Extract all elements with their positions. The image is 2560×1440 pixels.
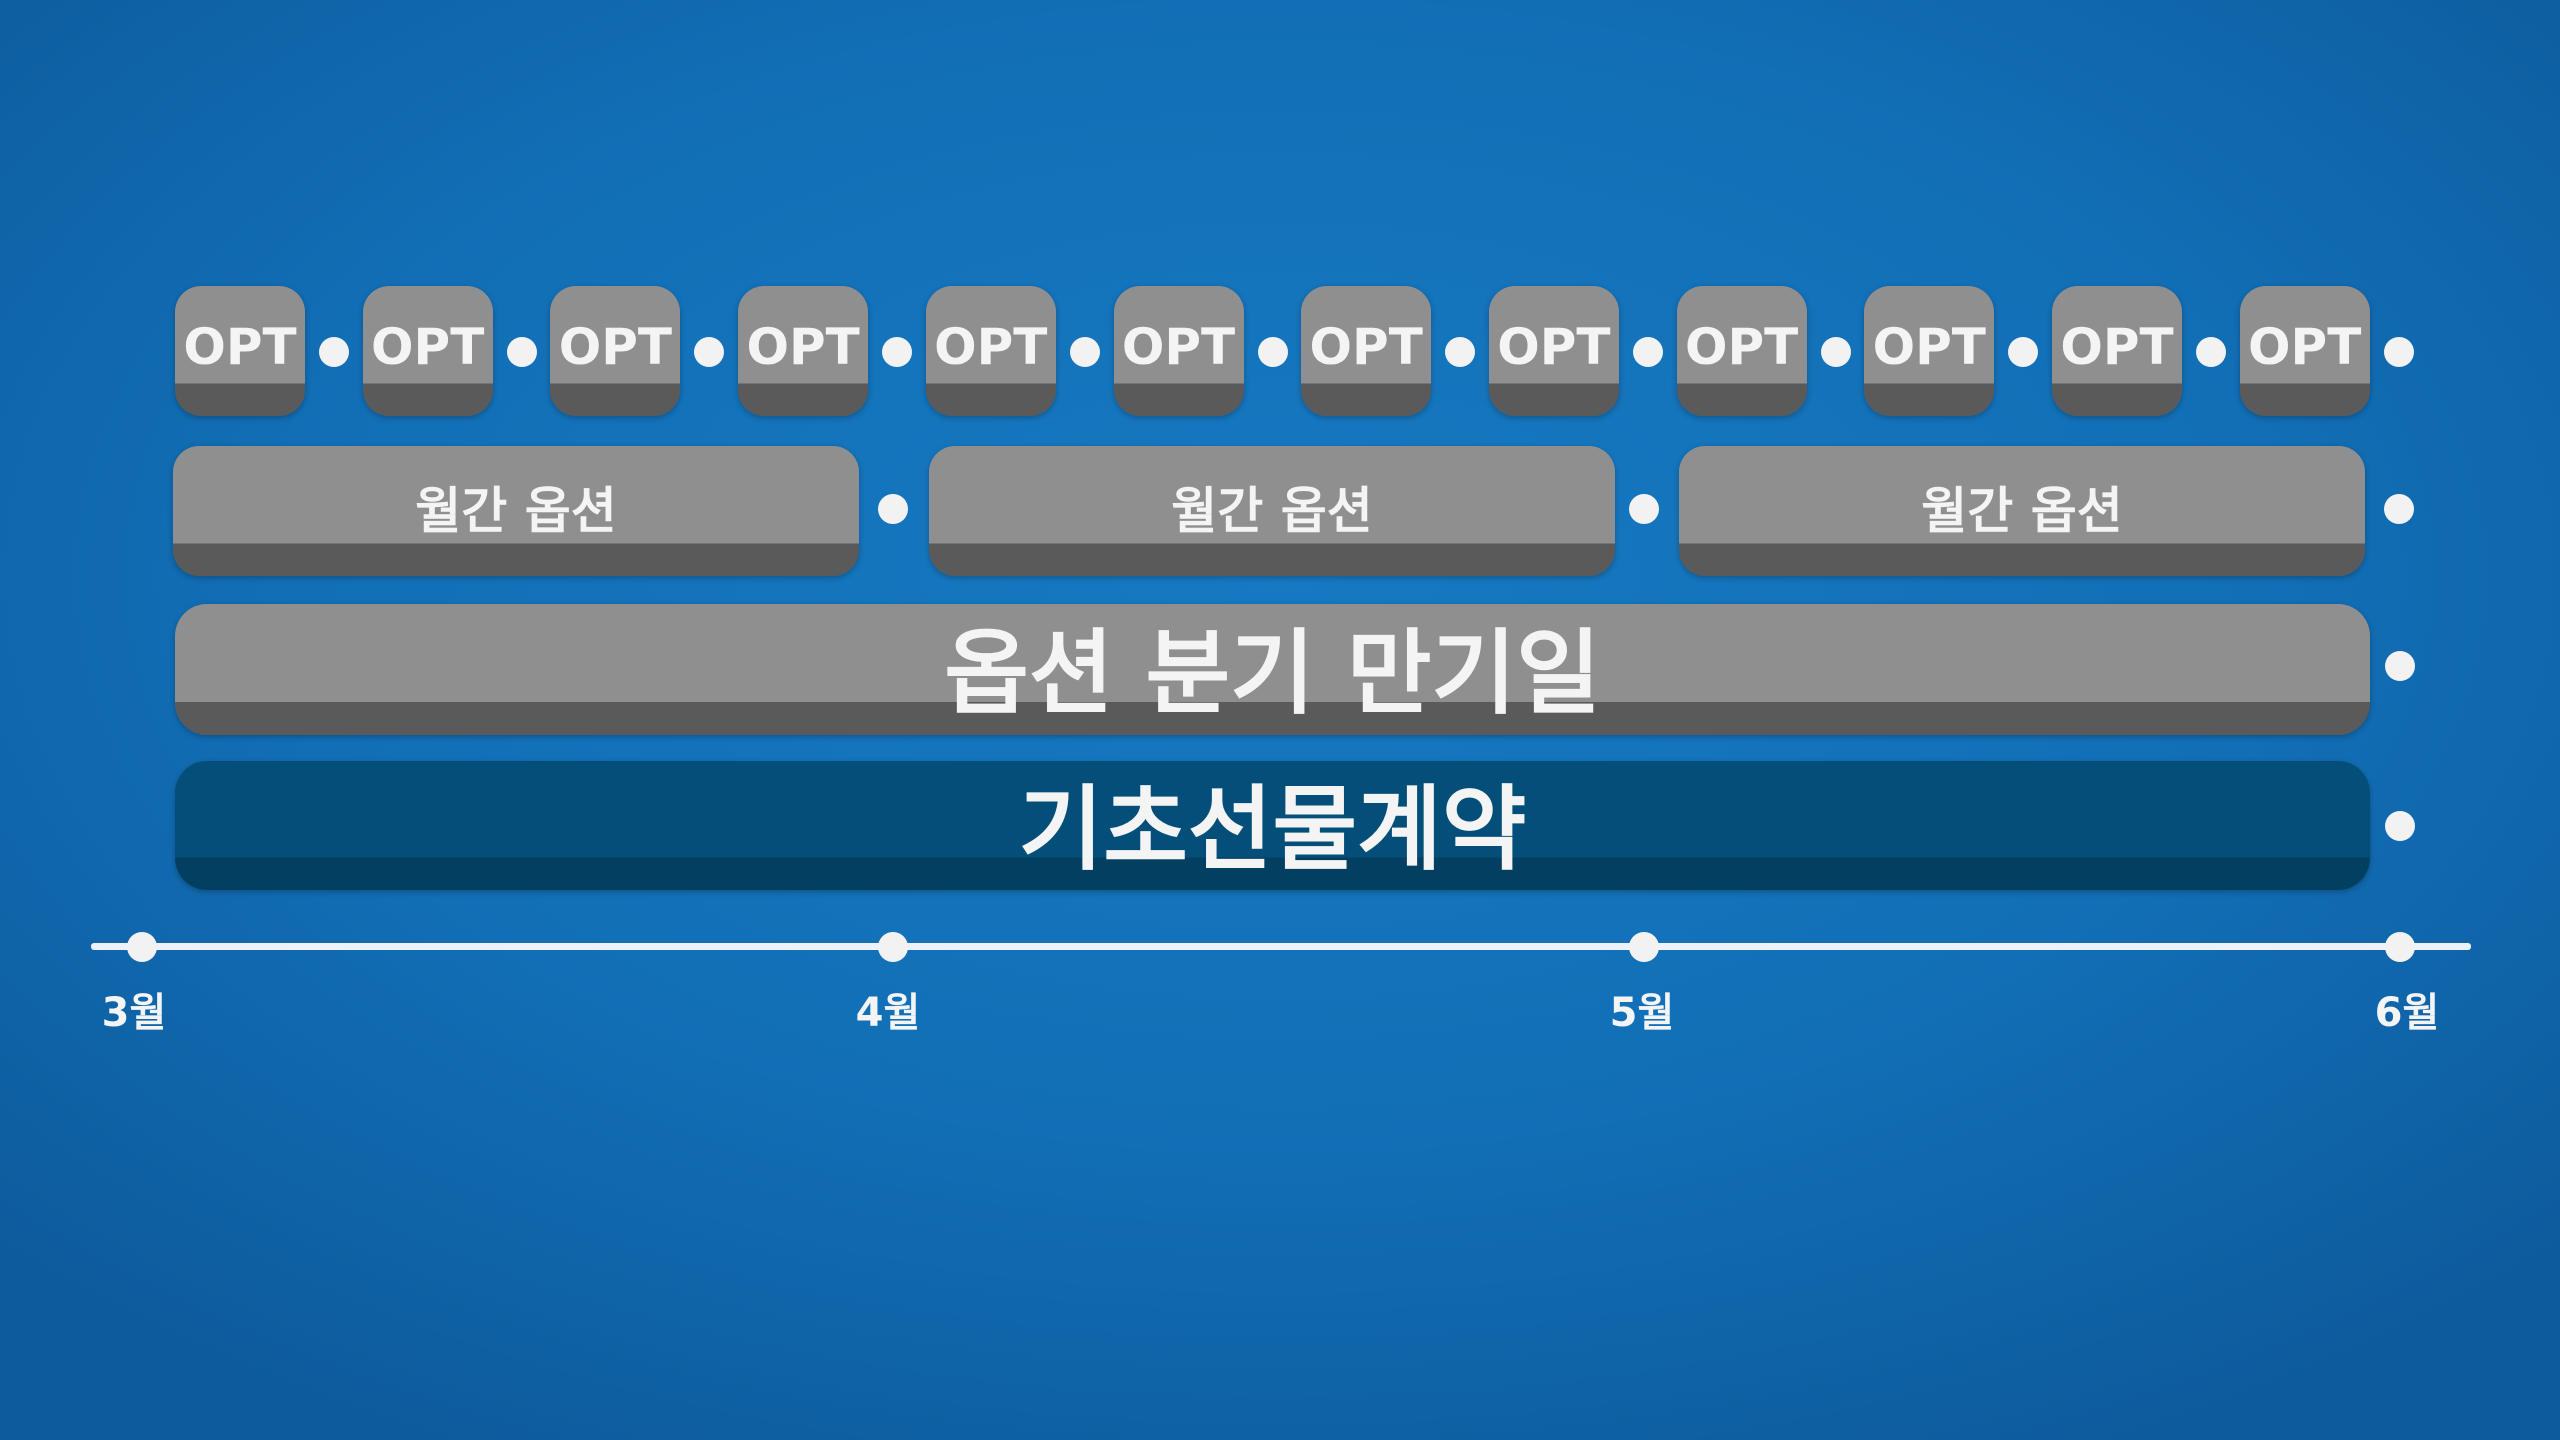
expiry-dot (1445, 337, 1476, 367)
weekly-option-box: OPT (1488, 286, 1619, 416)
monthly-option-label: 월간 옵션 (1921, 482, 2123, 540)
expiry-dot (2384, 494, 2414, 524)
monthly-option-bar: 월간 옵션 (929, 446, 1615, 576)
underlying-futures-label: 기초선물계약 (1018, 776, 1527, 883)
timeline-dot (2385, 932, 2415, 962)
weekly-option-label: OPT (2060, 318, 2174, 376)
timeline-dot (878, 932, 908, 962)
expiry-dot (2196, 337, 2226, 367)
expiry-dot (2385, 811, 2415, 841)
timeline-dot (127, 932, 157, 962)
weekly-option-label: OPT (1121, 318, 1236, 376)
expiry-dot (1069, 337, 1100, 367)
underlying-futures-bar: 기초선물계약 (175, 761, 2370, 890)
weekly-option-label: OPT (2248, 318, 2362, 376)
timeline-dot (1629, 932, 1659, 962)
expiry-dot (2385, 651, 2415, 681)
expiry-dot (2383, 337, 2414, 367)
month-label: 4월 (855, 990, 921, 1036)
weekly-option-box: OPT (2239, 286, 2370, 416)
expiry-dot (878, 494, 908, 524)
monthly-option-bar: 월간 옵션 (1679, 446, 2365, 576)
expiry-dot (2008, 337, 2039, 367)
weekly-option-box: OPT (550, 286, 681, 416)
weekly-option-box: OPT (2052, 286, 2182, 416)
expiry-dot (694, 337, 725, 367)
month-label: 5월 (1609, 990, 1675, 1036)
month-label: 6월 (2374, 990, 2440, 1036)
weekly-option-label: OPT (934, 318, 1048, 376)
expiry-dot (1257, 337, 1288, 367)
expiry-dot (1629, 494, 1659, 524)
weekly-option-box: OPT (738, 286, 869, 416)
quarterly-expiry-bar: 옵션 분기 만기일 (175, 604, 2370, 735)
weekly-option-label: OPT (1684, 318, 1799, 376)
monthly-option-label: 월간 옵션 (415, 482, 617, 540)
weekly-option-label: OPT (183, 318, 297, 376)
expiry-dot (882, 337, 913, 367)
weekly-option-box: OPT (925, 286, 1056, 416)
monthly-option-label: 월간 옵션 (1171, 482, 1373, 540)
weekly-option-label: OPT (1872, 318, 1986, 376)
weekly-option-box: OPT (1864, 286, 1995, 416)
expiry-dot (1820, 337, 1851, 367)
weekly-option-label: OPT (558, 318, 673, 376)
quarterly-expiry-label: 옵션 분기 만기일 (944, 620, 1601, 727)
weekly-option-box: OPT (362, 286, 493, 416)
weekly-option-box: OPT (175, 286, 305, 416)
monthly-option-bar: 월간 옵션 (173, 446, 859, 576)
expiry-dot (506, 337, 537, 367)
month-label: 3월 (101, 990, 167, 1036)
expiry-dot (1632, 337, 1663, 367)
weekly-option-label: OPT (371, 318, 485, 376)
expiry-dot (319, 337, 349, 367)
weekly-option-label: OPT (1497, 318, 1611, 376)
timeline-axis (91, 943, 2471, 950)
weekly-option-box: OPT (1113, 286, 1244, 416)
weekly-option-box: OPT (1676, 286, 1807, 416)
weekly-option-label: OPT (746, 318, 860, 376)
weekly-option-label: OPT (1309, 318, 1423, 376)
weekly-option-box: OPT (1301, 286, 1432, 416)
